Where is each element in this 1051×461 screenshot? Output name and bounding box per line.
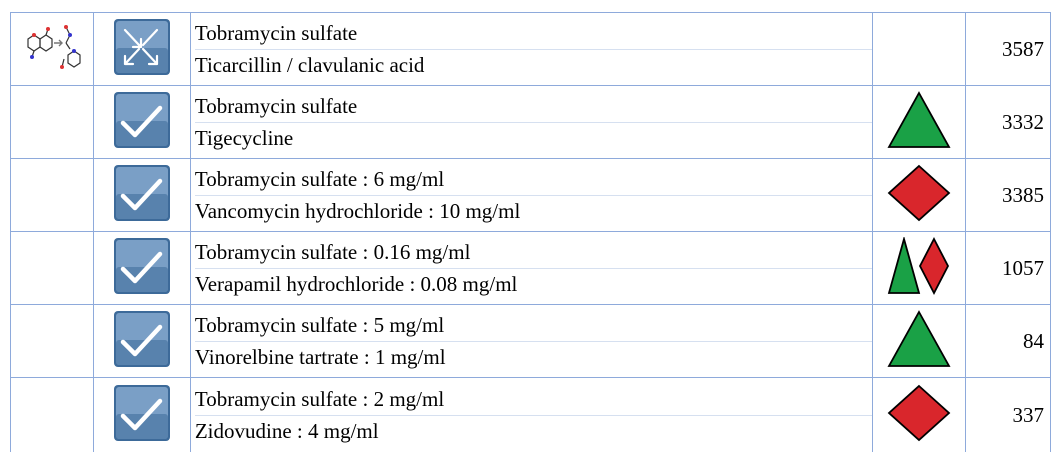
structure-cell — [10, 231, 94, 305]
reference-number[interactable]: 3332 — [965, 85, 1051, 159]
drug-name-primary: Tobramycin sulfate : 6 mg/ml — [194, 164, 873, 196]
drug-name-primary: Tobramycin sulfate : 2 mg/ml — [194, 384, 873, 416]
drug-name-secondary: Ticarcillin / clavulanic acid — [194, 52, 425, 77]
checkmark-icon — [113, 164, 170, 221]
molecule-structure-icon[interactable] — [20, 24, 84, 77]
reference-number[interactable]: 337 — [965, 377, 1051, 452]
status-cell — [92, 231, 191, 305]
mixed-triangle-diamond-icon — [887, 235, 950, 295]
checkmark-icon — [113, 310, 170, 367]
crossed-arrows-icon — [113, 18, 170, 75]
drug-name-secondary: Tigecycline — [194, 125, 294, 150]
status-cell — [92, 12, 191, 86]
result-symbol-cell — [872, 231, 967, 305]
drug-name-primary: Tobramycin sulfate : 0.16 mg/ml — [194, 237, 873, 269]
drug-name-secondary: Zidovudine : 4 mg/ml — [194, 418, 379, 443]
status-cell — [92, 304, 191, 378]
compatible-status-button[interactable] — [113, 164, 171, 222]
incompatible-diamond-icon — [887, 384, 951, 441]
result-symbol-cell — [872, 85, 967, 159]
reference-number[interactable]: 1057 — [965, 231, 1051, 305]
drug-name-secondary: Vinorelbine tartrate : 1 mg/ml — [194, 344, 446, 369]
compatible-triangle-icon — [887, 309, 951, 367]
structure-cell — [10, 304, 94, 378]
compatible-status-button[interactable] — [113, 384, 171, 442]
drug-name-primary: Tobramycin sulfate — [194, 18, 873, 50]
reference-number[interactable]: 3385 — [965, 158, 1051, 232]
reference-number[interactable]: 3587 — [965, 12, 1051, 86]
structure-cell — [10, 377, 94, 452]
status-cell — [92, 377, 191, 452]
status-cell — [92, 85, 191, 159]
structure-cell[interactable] — [10, 12, 94, 86]
drug-name-secondary: Verapamil hydrochloride : 0.08 mg/ml — [194, 271, 518, 296]
result-symbol-cell — [872, 12, 967, 86]
structure-cell — [10, 158, 94, 232]
compatible-status-button[interactable] — [113, 91, 171, 149]
checkmark-icon — [113, 384, 170, 441]
incompatible-diamond-icon — [887, 164, 951, 221]
checkmark-icon — [113, 91, 170, 148]
checkmark-icon — [113, 237, 170, 294]
drug-name-primary: Tobramycin sulfate — [194, 91, 873, 123]
compatible-triangle-icon — [887, 90, 951, 148]
status-cell — [92, 158, 191, 232]
drug-name-secondary: Vancomycin hydrochloride : 10 mg/ml — [194, 198, 521, 223]
incompatible-status-button[interactable] — [113, 18, 171, 76]
compatible-status-button[interactable] — [113, 237, 171, 295]
result-symbol-cell — [872, 304, 967, 378]
result-symbol-cell — [872, 377, 967, 452]
structure-cell — [10, 85, 94, 159]
reference-number[interactable]: 84 — [965, 304, 1051, 378]
result-symbol-cell — [872, 158, 967, 232]
drug-name-primary: Tobramycin sulfate : 5 mg/ml — [194, 310, 873, 342]
compatible-status-button[interactable] — [113, 310, 171, 368]
